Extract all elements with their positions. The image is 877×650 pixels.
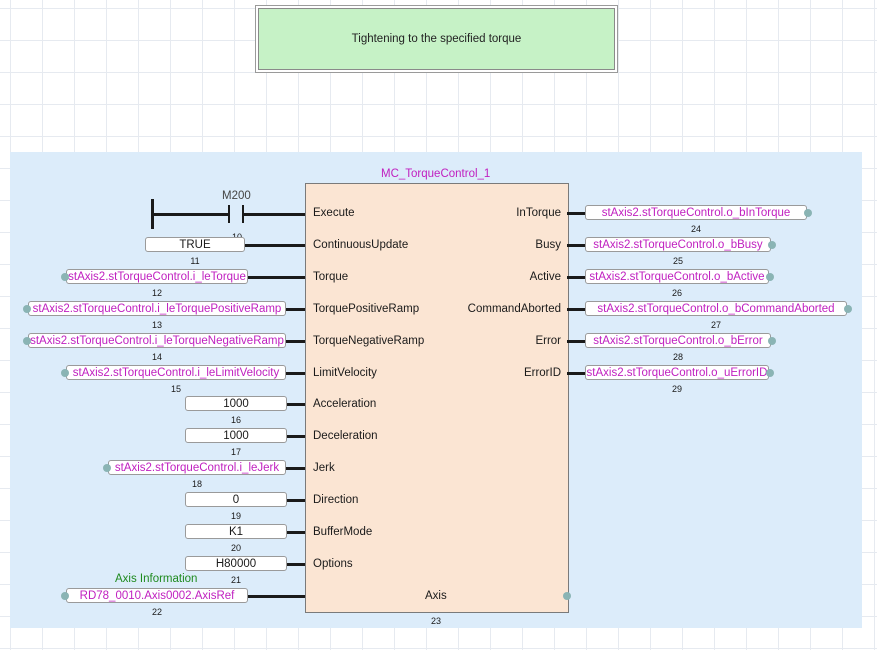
output-wire <box>567 276 585 279</box>
input-wire <box>286 340 305 343</box>
input-pin-axis: Axis <box>425 590 447 602</box>
input-pin-acceleration: Acceleration <box>313 398 377 410</box>
input-wire <box>245 244 305 247</box>
element-number: 25 <box>672 256 683 266</box>
connector-dot[interactable] <box>768 241 776 249</box>
input-pin-jerk: Jerk <box>313 462 335 474</box>
comment-box[interactable]: Tightening to the specified torque <box>258 8 615 70</box>
input-value-options[interactable]: H80000 <box>185 556 287 571</box>
input-wire <box>287 563 305 566</box>
axis-comment: Axis Information <box>115 573 198 585</box>
output-pin-active: Active <box>529 271 561 283</box>
input-value-deceleration[interactable]: 1000 <box>185 428 287 443</box>
connector-dot[interactable] <box>766 273 774 281</box>
output-wire <box>567 244 585 247</box>
input-value-axis[interactable]: RD78_0010.Axis0002.AxisRef <box>66 588 248 603</box>
input-wire <box>286 372 305 375</box>
output-value-active[interactable]: stAxis2.stTorqueControl.o_bActive <box>585 269 769 284</box>
output-wire <box>567 308 585 311</box>
element-number: 18 <box>191 479 202 489</box>
element-number: 21 <box>230 575 241 585</box>
input-pin-continuousupdate: ContinuousUpdate <box>313 239 409 251</box>
output-pin-error: Error <box>535 335 561 347</box>
input-pin-torquenegativeramp: TorqueNegativeRamp <box>313 335 425 347</box>
element-number: 14 <box>151 352 162 362</box>
output-value-intorque[interactable]: stAxis2.stTorqueControl.o_bInTorque <box>585 205 807 220</box>
connector-dot[interactable] <box>844 305 852 313</box>
connector-dot[interactable] <box>103 464 111 472</box>
input-pin-execute: Execute <box>313 207 355 219</box>
fb-instance-name[interactable]: MC_TorqueControl_1 <box>381 168 491 180</box>
element-number: 19 <box>230 511 241 521</box>
rung-wire-left <box>151 213 229 216</box>
input-value-buffermode[interactable]: K1 <box>185 524 287 539</box>
rung-wire-right <box>243 213 305 216</box>
axis-output-connector-dot[interactable] <box>563 592 571 600</box>
fb-block-number: 23 <box>430 616 441 626</box>
input-wire <box>286 308 305 311</box>
output-value-commandaborted[interactable]: stAxis2.stTorqueControl.o_bCommandAborte… <box>585 301 847 316</box>
element-number: 22 <box>151 607 162 617</box>
connector-dot[interactable] <box>768 337 776 345</box>
input-wire <box>286 467 305 470</box>
input-wire <box>287 435 305 438</box>
input-pin-direction: Direction <box>313 494 359 506</box>
output-pin-intorque: InTorque <box>516 207 561 219</box>
input-value-continuousupdate[interactable]: TRUE <box>145 237 245 252</box>
input-pin-torquepositiveramp: TorquePositiveRamp <box>313 303 420 315</box>
output-value-error[interactable]: stAxis2.stTorqueControl.o_bError <box>585 333 771 348</box>
input-value-limitvelocity[interactable]: stAxis2.stTorqueControl.i_leLimitVelocit… <box>66 365 286 380</box>
element-number: 24 <box>690 224 701 234</box>
element-number: 27 <box>710 320 721 330</box>
output-pin-commandaborted: CommandAborted <box>467 303 561 315</box>
connector-dot[interactable] <box>23 337 31 345</box>
input-wire <box>287 499 305 502</box>
input-wire <box>287 531 305 534</box>
input-pin-buffermode: BufferMode <box>313 526 373 538</box>
connector-dot[interactable] <box>61 273 69 281</box>
output-wire <box>567 340 585 343</box>
comment-text: Tightening to the specified torque <box>351 33 522 45</box>
input-value-torquepositiveramp[interactable]: stAxis2.stTorqueControl.i_leTorquePositi… <box>28 301 286 316</box>
element-number: 13 <box>151 320 162 330</box>
connector-dot[interactable] <box>61 369 69 377</box>
connector-dot[interactable] <box>61 592 69 600</box>
input-wire <box>287 403 305 406</box>
input-value-jerk[interactable]: stAxis2.stTorqueControl.i_leJerk <box>108 460 286 475</box>
function-block[interactable] <box>305 183 569 613</box>
input-value-direction[interactable]: 0 <box>185 492 287 507</box>
element-number: 17 <box>230 447 241 457</box>
output-wire <box>567 212 585 215</box>
input-pin-limitvelocity: LimitVelocity <box>313 367 377 379</box>
element-number: 20 <box>230 543 241 553</box>
contact-left-bar <box>228 205 230 223</box>
output-value-busy[interactable]: stAxis2.stTorqueControl.o_bBusy <box>585 237 771 252</box>
input-wire <box>248 595 305 598</box>
input-value-torque[interactable]: stAxis2.stTorqueControl.i_leTorque <box>66 269 248 284</box>
element-number: 28 <box>672 352 683 362</box>
element-number: 26 <box>671 288 682 298</box>
contact-device-label[interactable]: M200 <box>222 190 251 202</box>
input-pin-deceleration: Deceleration <box>313 430 378 442</box>
element-number: 11 <box>190 256 200 266</box>
output-wire <box>567 372 585 375</box>
element-number: 29 <box>671 384 682 394</box>
input-pin-torque: Torque <box>313 271 349 283</box>
input-value-torquenegativeramp[interactable]: stAxis2.stTorqueControl.i_leTorqueNegati… <box>28 333 286 348</box>
connector-dot[interactable] <box>766 369 774 377</box>
output-pin-errorid: ErrorID <box>523 367 561 379</box>
connector-dot[interactable] <box>23 305 31 313</box>
input-value-acceleration[interactable]: 1000 <box>185 396 287 411</box>
input-pin-options: Options <box>313 558 353 570</box>
output-pin-busy: Busy <box>535 239 561 251</box>
input-wire <box>248 276 305 279</box>
element-number: 16 <box>230 415 241 425</box>
element-number: 15 <box>170 384 181 394</box>
output-value-errorid[interactable]: stAxis2.stTorqueControl.o_uErrorID <box>585 365 769 380</box>
element-number: 12 <box>151 288 162 298</box>
connector-dot[interactable] <box>804 209 812 217</box>
